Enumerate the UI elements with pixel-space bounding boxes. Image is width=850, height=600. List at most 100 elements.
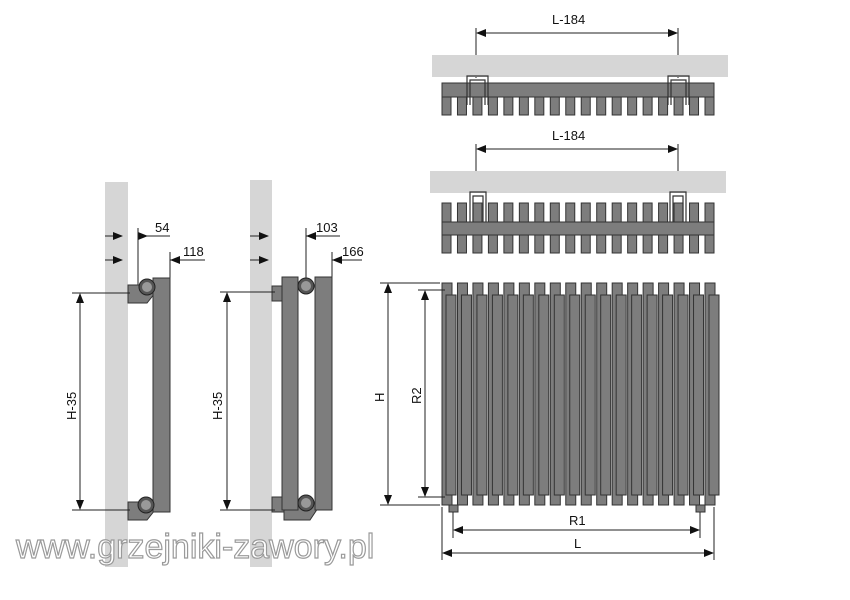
- radiator-tube: [642, 202, 653, 223]
- dim-54: 54: [155, 220, 169, 235]
- front-view: H R2 R1 L: [372, 282, 720, 560]
- radiator-tube: [580, 96, 591, 116]
- side-view-double: 103 166 H-35: [210, 180, 364, 567]
- dim-h-35: H-35: [64, 392, 79, 420]
- radiator-tube: [152, 277, 171, 513]
- radiator-tube: [627, 202, 638, 223]
- wall: [250, 180, 272, 567]
- radiator-tube: [689, 234, 700, 254]
- radiator-tube: [507, 294, 519, 496]
- radiator-tube: [627, 96, 638, 116]
- radiator-tube: [689, 202, 700, 223]
- radiator-tube: [658, 234, 669, 254]
- radiator-tube: [673, 96, 684, 116]
- radiator-tube: [503, 234, 514, 254]
- radiator-tube: [615, 294, 627, 496]
- radiator-tube: [611, 96, 622, 116]
- radiator-tube: [693, 294, 705, 496]
- radiator-tube: [689, 96, 700, 116]
- dim-l-184: L-184: [552, 128, 585, 143]
- radiator-tube: [704, 96, 715, 116]
- radiator-tube: [491, 294, 503, 496]
- radiator-tube: [553, 294, 565, 496]
- radiator-tube: [704, 202, 715, 223]
- collector: [441, 82, 715, 98]
- radiator-tube: [460, 294, 472, 496]
- radiator-tube: [658, 202, 669, 223]
- radiator-tube: [704, 234, 715, 254]
- radiator-tube: [549, 202, 560, 223]
- top-view-double: L-184: [430, 128, 726, 254]
- radiator-tube: [584, 294, 596, 496]
- dim-103: 103: [316, 220, 338, 235]
- wall: [430, 171, 726, 193]
- back-tube: [314, 276, 333, 511]
- radiator-tube: [538, 294, 550, 496]
- radiator-tube: [627, 234, 638, 254]
- radiator-tube: [518, 234, 529, 254]
- radiator-tube: [518, 202, 529, 223]
- radiator-tube: [673, 234, 684, 254]
- side-view-single: 54 118 H-35: [64, 182, 205, 567]
- collector: [441, 221, 715, 236]
- radiator-tube: [534, 202, 545, 223]
- radiator-tube: [596, 234, 607, 254]
- radiator-tube: [549, 96, 560, 116]
- radiator-tube: [631, 294, 643, 496]
- radiator-tube: [569, 294, 581, 496]
- radiator-tube: [596, 202, 607, 223]
- dim-h-35: H-35: [210, 392, 225, 420]
- radiator-tube: [600, 294, 612, 496]
- radiator-tube: [534, 96, 545, 116]
- radiator-tube: [522, 294, 534, 496]
- radiator-tube: [445, 294, 457, 496]
- radiator-tube: [658, 96, 669, 116]
- radiator-tube: [580, 234, 591, 254]
- radiator-tube: [472, 202, 483, 223]
- radiator-tube: [596, 96, 607, 116]
- wall: [432, 55, 728, 77]
- dim-r1: R1: [569, 513, 586, 528]
- radiator-tube: [662, 294, 674, 496]
- dim-l: L: [574, 536, 581, 551]
- radiator-tube: [611, 202, 622, 223]
- radiator-tube: [565, 96, 576, 116]
- radiator-tube: [441, 96, 452, 116]
- radiator-tube: [534, 234, 545, 254]
- radiator-tube: [472, 234, 483, 254]
- dim-h: H: [372, 393, 387, 402]
- dim-166: 166: [342, 244, 364, 259]
- radiator-tube: [580, 202, 591, 223]
- wall: [105, 182, 128, 567]
- radiator-tube: [708, 294, 720, 496]
- radiator-tube: [472, 96, 483, 116]
- radiator-tube: [487, 234, 498, 254]
- dim-l-184: L-184: [552, 12, 585, 27]
- radiator-tube: [503, 202, 514, 223]
- radiator-tube: [456, 202, 467, 223]
- radiator-tube: [503, 96, 514, 116]
- radiator-tube: [549, 234, 560, 254]
- watermark: www.grzejniki-zawory.pl: [15, 528, 374, 566]
- radiator-tube: [518, 96, 529, 116]
- radiator-tube: [565, 202, 576, 223]
- radiator-tube: [441, 234, 452, 254]
- radiator-tube: [456, 96, 467, 116]
- dim-118: 118: [183, 244, 204, 259]
- front-tube: [281, 276, 299, 511]
- radiator-tube: [677, 294, 689, 496]
- foot: [695, 504, 706, 513]
- dim-r2: R2: [409, 387, 424, 404]
- radiator-tube: [476, 294, 488, 496]
- radiator-tube: [456, 234, 467, 254]
- radiator-tube: [642, 96, 653, 116]
- radiator-tube: [611, 234, 622, 254]
- radiator-tube: [487, 96, 498, 116]
- radiator-tube: [673, 202, 684, 223]
- top-view-single: L-184: [432, 12, 728, 116]
- radiator-tube: [642, 234, 653, 254]
- foot: [448, 504, 459, 513]
- radiator-tube: [646, 294, 658, 496]
